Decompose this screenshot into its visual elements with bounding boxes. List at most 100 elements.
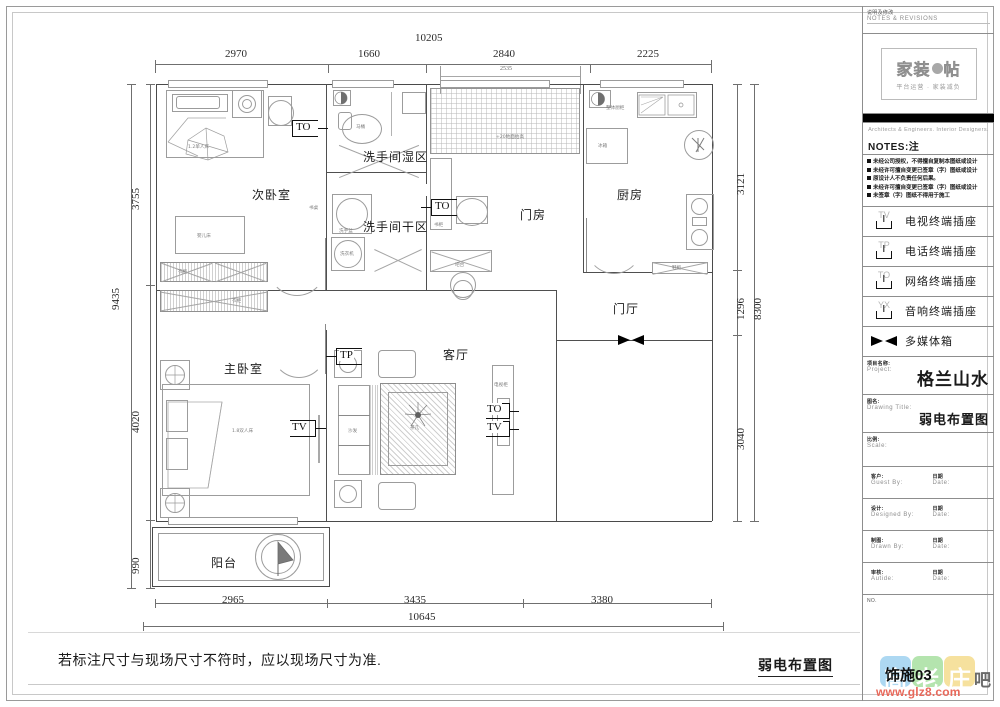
side-table-2 (334, 480, 362, 508)
furn-label: 鞋柜 (672, 266, 682, 271)
dim-left-total-line (131, 84, 132, 588)
dim-tick (711, 64, 712, 73)
wardrobe-cross (214, 262, 268, 282)
signoff-guest: 客户: Guest By: 日期 Date: (863, 467, 994, 499)
half-circle-icon (334, 91, 348, 105)
signoff-audit-date-cn: 日期 (932, 569, 944, 576)
furn-label: 洗手盆 (339, 229, 353, 234)
wall-bath-divider (326, 172, 427, 174)
pillow (172, 94, 228, 112)
wall-exterior-right (712, 84, 713, 521)
desk-chair (268, 100, 294, 126)
furn-label: 电视柜 (494, 383, 508, 388)
dim-tick (750, 84, 759, 85)
door-arc-bedroom2 (268, 238, 326, 296)
door-leaf-bedroom2 (325, 238, 326, 290)
bookshelf (430, 158, 452, 230)
lamp-cross (166, 494, 184, 512)
field-drawing-cn: 图名: (867, 398, 880, 405)
side-lamp-2 (339, 485, 357, 503)
signoff-designed-date-cn: 日期 (932, 505, 944, 512)
bullet-square-icon (867, 159, 871, 163)
sofa-seam (338, 445, 370, 446)
footer-drawing-title: 弱电布置图 (758, 655, 833, 677)
legend-row-to: TO 网络终端插座 (863, 267, 994, 297)
dim-tick (750, 521, 759, 522)
furn-label: 洗衣机 (340, 252, 354, 257)
furn-label: 书柜 (434, 223, 444, 228)
dim-tick (733, 270, 742, 271)
notes-title-cn: 注 (908, 142, 919, 153)
legend-label-multimedia: 多媒体箱 (905, 336, 953, 348)
pillow-left (166, 400, 188, 432)
floor-plan-drawing: 10205 2970 1660 2840 2225 2535 9435 3755… (0, 0, 862, 707)
armchair-bottom (378, 482, 416, 510)
wardrobe-cross (160, 290, 268, 312)
dim-bottom-total: 10645 (408, 611, 436, 623)
dim-bottom-seg-1: 2965 (222, 594, 244, 606)
bar-stool-inner (453, 280, 473, 300)
dim-left-seg-2: 4020 (130, 411, 142, 433)
nightstand-2 (160, 488, 190, 518)
wall-exterior-bottom-left (156, 521, 556, 522)
legend-row-yx: YX 音响终端插座 (863, 297, 994, 327)
legend-row-multimedia: 多媒体箱 (863, 327, 994, 357)
notes-revisions-cn: 说明及修改 (867, 10, 894, 16)
nightstand-lamp-1 (165, 365, 185, 385)
window-kitchen (600, 80, 684, 88)
footer-divider-bottom (28, 684, 860, 685)
dim-right-seg-1: 3121 (735, 173, 747, 195)
field-scale: 比例: Scale: (863, 433, 994, 467)
legend-row-tv: TV 电视终端插座 (863, 207, 994, 237)
legend-row-tp: TP 电话终端插座 (863, 237, 994, 267)
dim-tick (155, 64, 156, 73)
outlet-code: TV (486, 421, 503, 433)
legend-label-tv: 电视终端插座 (905, 216, 977, 228)
refrigerator (586, 128, 628, 164)
furn-label: 马桶 (356, 125, 366, 130)
room-label-kitchen: 厨房 (617, 188, 644, 202)
dim-tick (733, 335, 742, 336)
logo-dot-icon (931, 62, 943, 74)
wall-exterior-top (156, 84, 712, 85)
notes-revisions-header: 说明及修改 NOTES & REVISIONS (863, 6, 994, 34)
tv-panel-master (318, 415, 320, 463)
outlet-code: TP (339, 349, 354, 361)
footer-divider-top (28, 632, 860, 633)
room-label-master: 主卧室 (224, 362, 264, 376)
signoff-drawn: 制图: Drawn By: 日期 Date: (863, 531, 994, 563)
signoff-guest-date-cn: 日期 (932, 473, 944, 480)
raised-floor-area (430, 88, 580, 154)
signoff-designed-en: Designed By: (871, 511, 914, 518)
toilet-tank (338, 112, 352, 130)
half-circle-icon (591, 92, 605, 106)
window-study (440, 80, 550, 88)
furn-label: 衣柜 (232, 299, 242, 304)
dim-tick (523, 599, 524, 608)
armchair-top (378, 350, 416, 378)
room-label-living: 客厅 (443, 348, 470, 362)
shower-riser (391, 92, 392, 136)
baby-crib (175, 216, 245, 254)
bullet-square-icon (867, 176, 871, 180)
pillow-inner (176, 96, 220, 109)
lamp-circle (238, 95, 256, 113)
tv-outlet-icon: TV (869, 210, 899, 231)
burner-2 (691, 229, 708, 246)
signoff-guest-cn: 客户: (871, 473, 884, 480)
nightstand-1 (160, 360, 190, 390)
sofa-back-hatch (370, 385, 379, 475)
dim-top-seg-4: 2225 (637, 48, 659, 60)
dim-tick (146, 588, 155, 589)
lamp-cross (166, 366, 184, 384)
duvet-fold-master (167, 401, 223, 489)
room-label-entry: 门厅 (613, 302, 640, 316)
wall-exterior-left (156, 84, 157, 522)
dim-tick (723, 622, 724, 631)
lamp-inner (242, 99, 252, 109)
dim-top-chain-line (155, 64, 711, 65)
door-leaf-kitchen (586, 218, 587, 272)
dim-tick (733, 521, 742, 522)
outlet-code: TO (434, 200, 451, 212)
sheet-border-inner (12, 12, 988, 695)
